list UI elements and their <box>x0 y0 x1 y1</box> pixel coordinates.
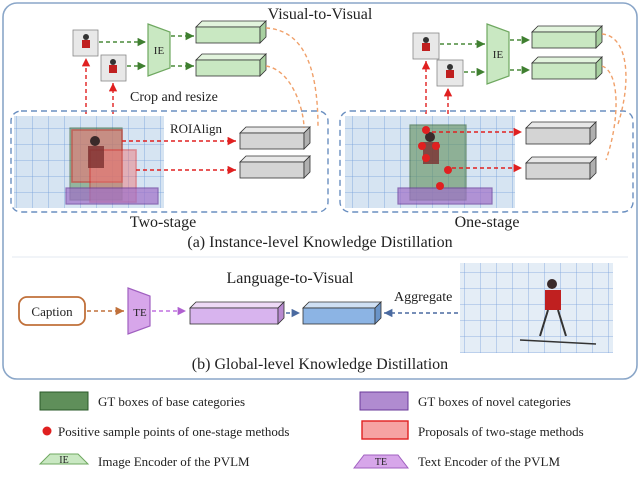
positive-sample-points <box>418 126 452 190</box>
one-stage-image <box>345 116 515 208</box>
ie-right-label: IE <box>493 49 504 61</box>
legend-proposal-swatch <box>361 420 409 440</box>
aggregate-label: Aggregate <box>394 290 452 305</box>
two-stage-label: Two-stage <box>130 214 196 231</box>
caption-box <box>18 296 86 326</box>
crop-and-resize-label: Crop and resize <box>130 90 218 105</box>
legend-proposals-label: Proposals of two-stage methods <box>418 424 584 439</box>
legend-pos-points-label: Positive sample points of one-stage meth… <box>58 424 289 439</box>
caption-b: (b) Global-level Knowledge Distillation <box>192 356 448 373</box>
legend-te-icon <box>352 454 410 469</box>
legend-gt-novel-label: GT boxes of novel categories <box>418 394 571 409</box>
global-image <box>460 263 613 353</box>
two-stage-crop-thumbnails <box>72 29 127 82</box>
legend-te-icon-label: TE <box>375 457 387 468</box>
image-feature <box>302 301 382 325</box>
ie-left-label: IE <box>154 45 165 57</box>
legend-ie-icon <box>38 453 90 465</box>
two-stage-gray-features <box>239 126 311 179</box>
legend-gt-base-swatch <box>39 391 89 411</box>
outer-panel <box>2 2 638 380</box>
image-encoder-left <box>147 23 171 77</box>
image-encoder-right <box>486 23 510 85</box>
language-to-visual-title: Language-to-Visual <box>227 270 355 287</box>
one-stage-crop-thumbnails <box>412 32 464 87</box>
two-stage-image <box>14 116 164 208</box>
legend-te-desc: Text Encoder of the PVLM <box>418 454 560 469</box>
text-encoder <box>127 287 151 335</box>
legend-ie-icon-label: IE <box>59 455 68 466</box>
legend-gt-novel-swatch <box>359 391 409 411</box>
legend-red-dot-icon <box>42 426 52 436</box>
legend: GT boxes of base categories GT boxes of … <box>38 391 584 469</box>
one-stage-green-features <box>531 25 603 80</box>
two-stage-panel <box>10 110 329 213</box>
caption-a: (a) Instance-level Knowledge Distillatio… <box>187 234 452 251</box>
one-stage-gray-features <box>525 121 597 180</box>
te-label: TE <box>133 307 147 319</box>
one-stage-panel <box>339 110 634 213</box>
two-stage-green-features <box>195 20 267 77</box>
one-stage-label: One-stage <box>455 214 520 231</box>
roialign-label: ROIAlign <box>170 121 223 136</box>
text-feature <box>189 301 285 325</box>
legend-ie-desc: Image Encoder of the PVLM <box>98 454 250 469</box>
caption-box-label: Caption <box>31 304 73 319</box>
legend-gt-base-label: GT boxes of base categories <box>98 394 245 409</box>
visual-to-visual-title: Visual-to-Visual <box>268 6 373 23</box>
